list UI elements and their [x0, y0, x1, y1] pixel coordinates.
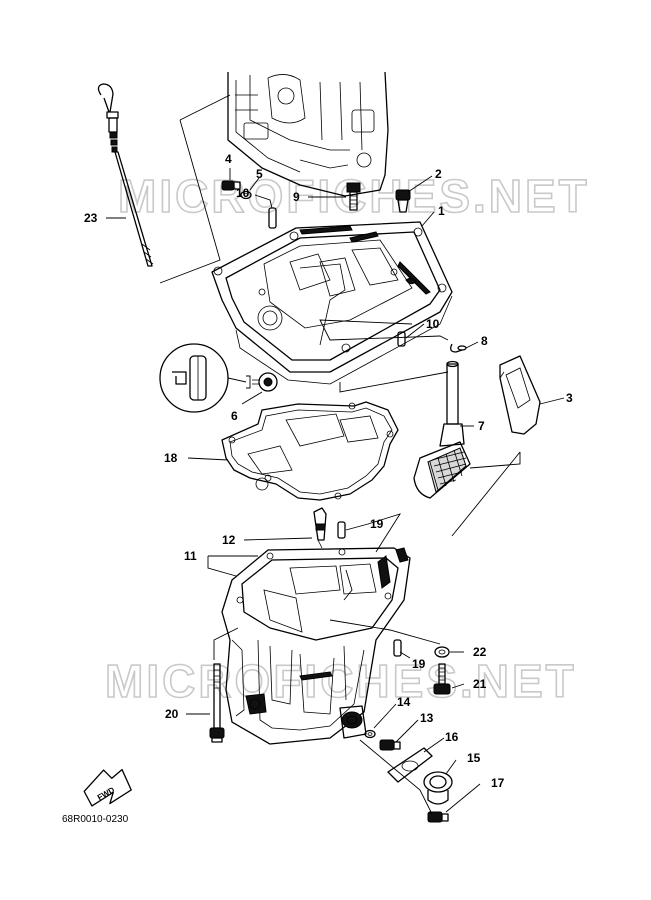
callout-19-upper: 19 [370, 517, 384, 531]
callout-16: 16 [445, 730, 459, 744]
gasket-part-16 [387, 747, 433, 783]
callout-5: 5 [256, 167, 263, 181]
callout-20: 20 [165, 707, 179, 721]
seal-detail-inset [159, 343, 278, 413]
clip-part-8 [450, 343, 467, 353]
callout-1: 1 [438, 204, 445, 218]
plug-part-2 [395, 189, 411, 213]
bolt-part-20 [209, 663, 225, 743]
callout-10-lower: 10 [426, 317, 440, 331]
fwd-label: FWD [96, 785, 116, 802]
callout-14: 14 [397, 695, 411, 709]
callout-8: 8 [481, 334, 488, 348]
fitting-part-12 [313, 507, 327, 549]
pin-part-10-lower [397, 331, 406, 347]
watermark-bottom: MICROFICHES.NET [105, 655, 577, 707]
gasket-part [221, 401, 399, 501]
callout-12: 12 [222, 533, 236, 547]
callout-18: 18 [164, 451, 178, 465]
callout-23: 23 [84, 211, 98, 225]
callout-15: 15 [467, 751, 481, 765]
engine-block-outline [227, 71, 389, 197]
callout-13: 13 [420, 711, 434, 725]
callout-labels: 1 2 3 4 5 6 7 8 9 10 10 11 12 13 14 15 1… [84, 152, 573, 790]
dipstick-part [97, 83, 154, 267]
upper-oil-pan-part [211, 221, 453, 385]
callout-9: 9 [293, 190, 300, 204]
leader-line [179, 94, 231, 121]
bolt-part-17 [427, 811, 449, 823]
callout-6: 6 [231, 409, 238, 423]
fitting-part-9 [346, 182, 361, 211]
oil-strainer-part [413, 360, 471, 499]
bolt-part-21 [433, 663, 451, 695]
callout-3: 3 [566, 391, 573, 405]
callout-17: 17 [491, 776, 505, 790]
leader-lines [106, 168, 565, 815]
washer-part-22 [434, 646, 450, 658]
washer-part-5 [240, 190, 252, 200]
bolt-part-13 [379, 739, 401, 751]
fwd-direction-arrow: FWD [83, 768, 132, 807]
washer-part-14 [364, 729, 376, 739]
callout-10-upper: 10 [236, 186, 250, 200]
callout-19-lower: 19 [412, 657, 426, 671]
drawing-code: 68R0010-0230 [62, 814, 129, 825]
callout-7: 7 [478, 419, 485, 433]
callout-21: 21 [473, 677, 487, 691]
callout-4: 4 [225, 152, 232, 166]
pin-part-19-lower [393, 639, 402, 657]
bolt-part-4 [221, 180, 241, 191]
pin-part-19-upper [337, 521, 346, 539]
callout-2: 2 [435, 167, 442, 181]
plug-part-15 [423, 771, 453, 805]
pin-part-10-upper [268, 207, 277, 229]
callout-11: 11 [184, 549, 197, 563]
lower-oil-pan-part [221, 547, 411, 745]
callout-22: 22 [473, 645, 487, 659]
baffle-plate-part [499, 355, 541, 435]
leader-line [159, 119, 221, 284]
